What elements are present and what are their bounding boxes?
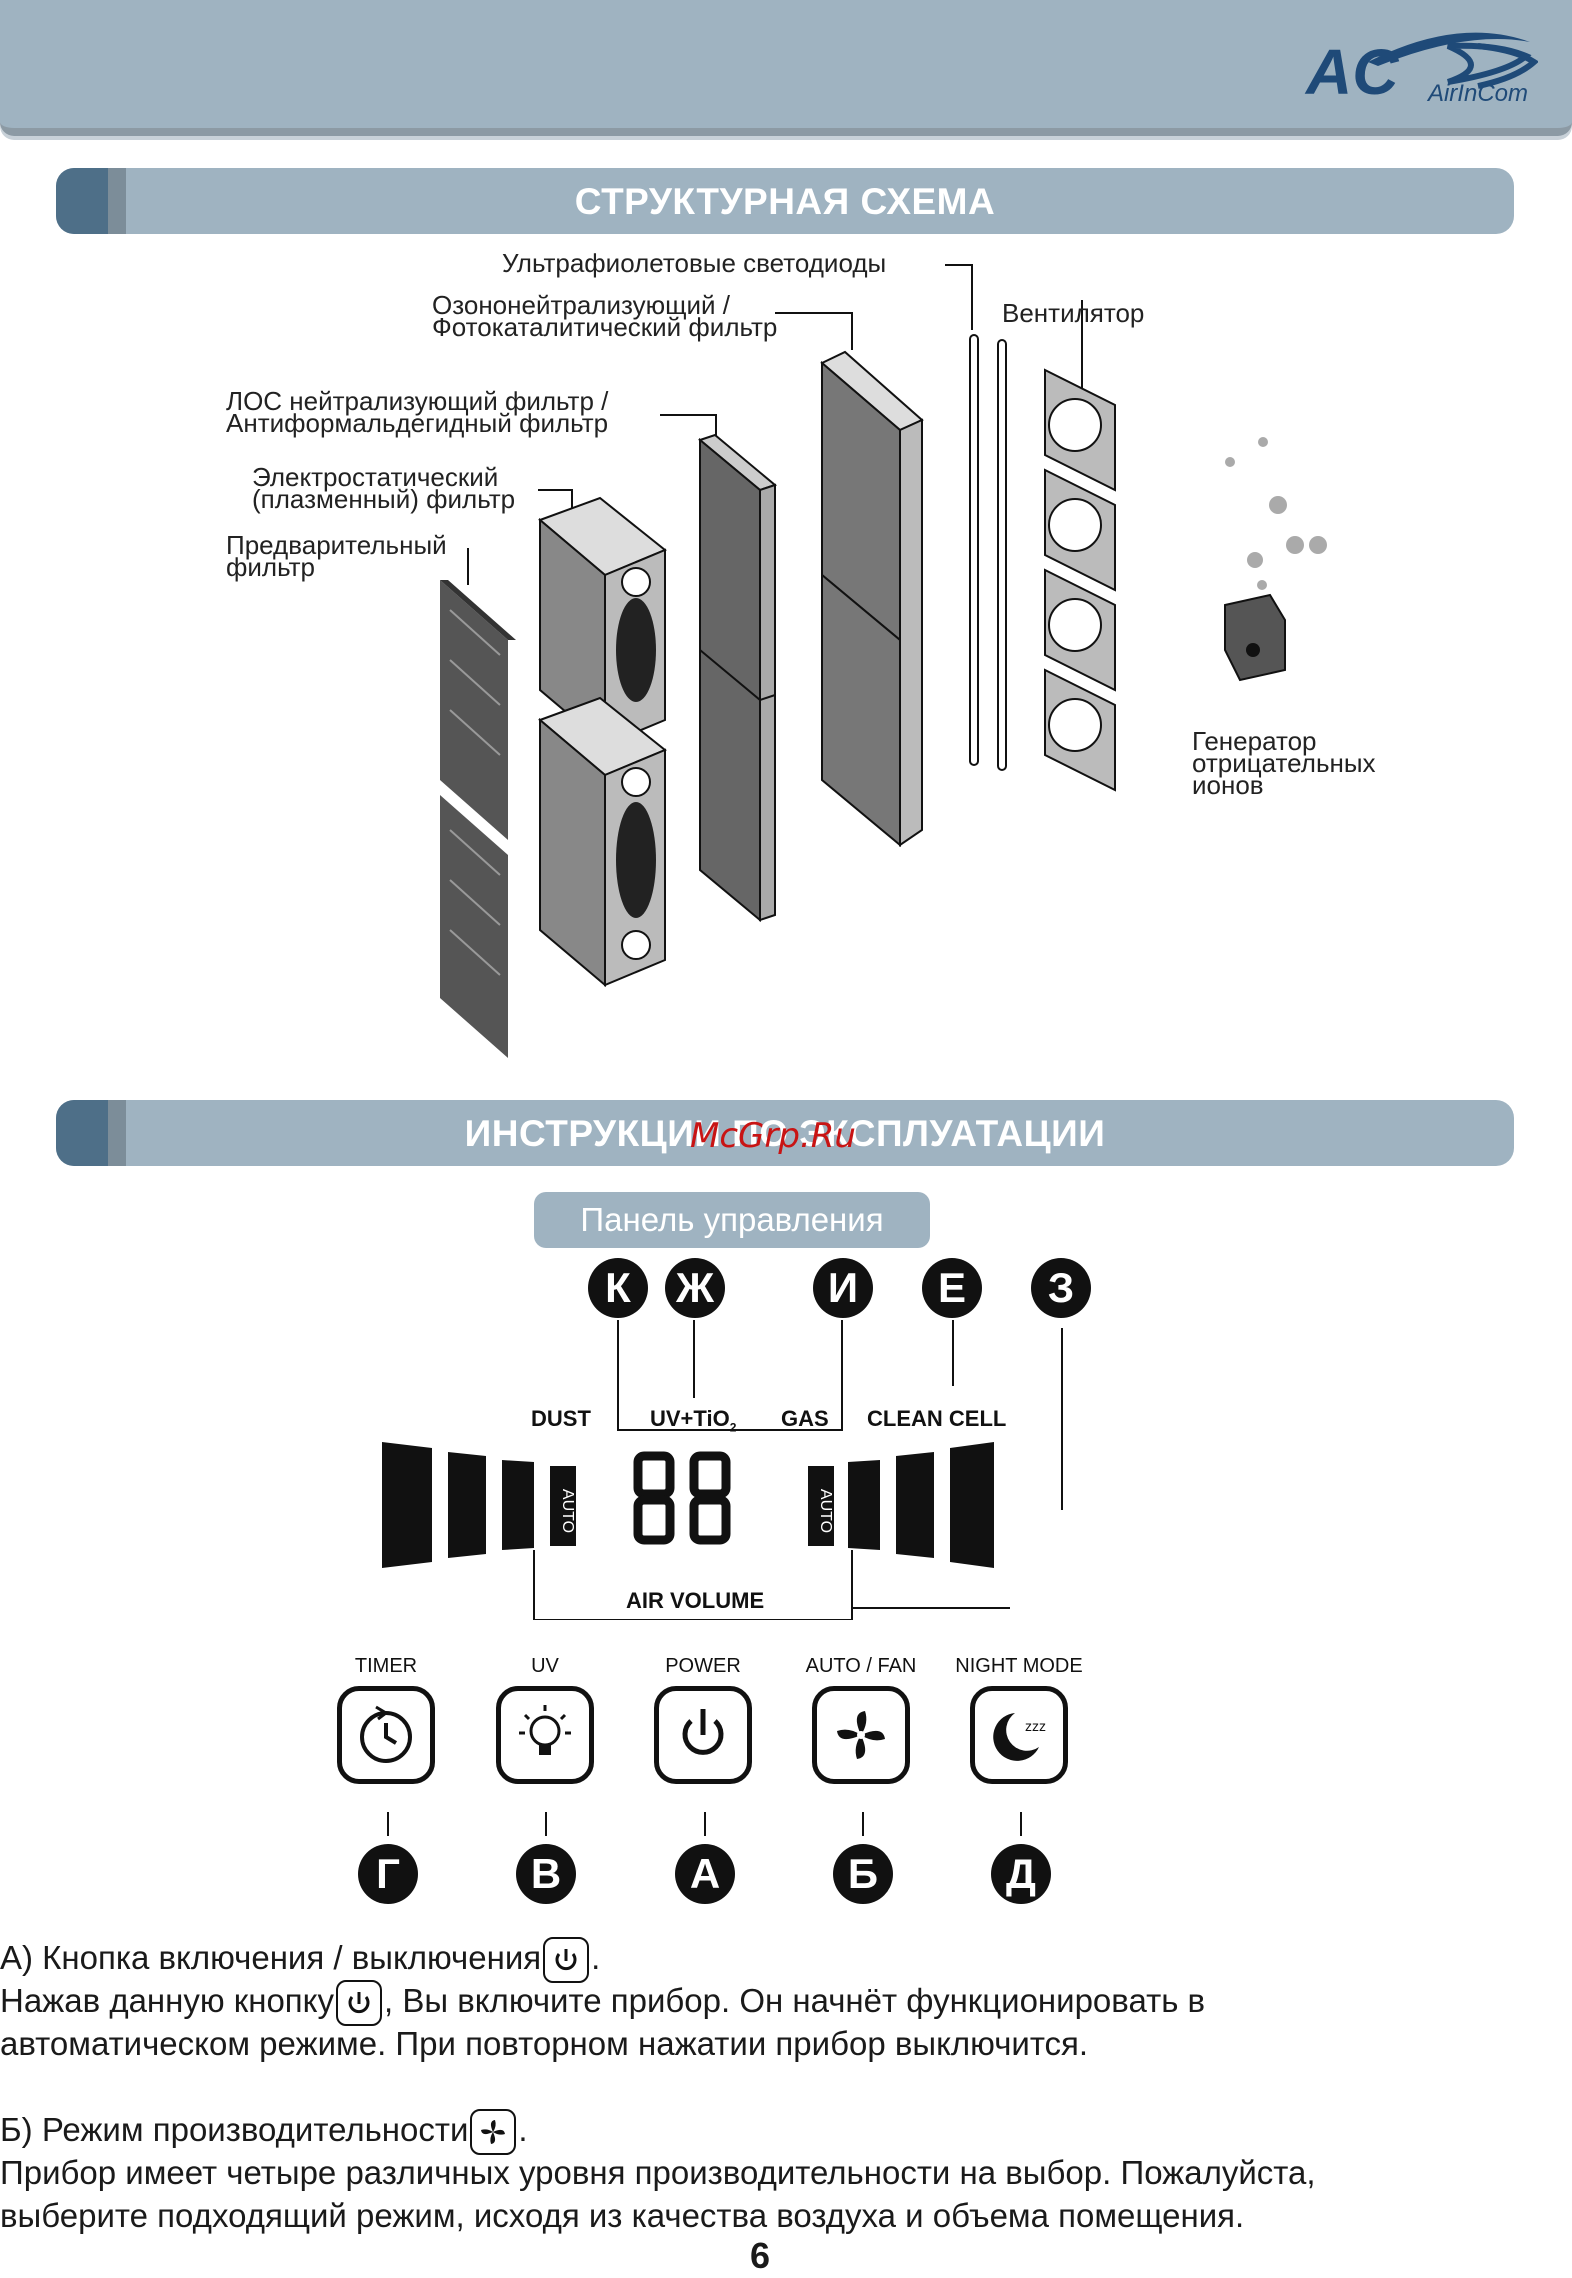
voc-filter — [697, 433, 778, 923]
label-electrostatic-filter: Электростатический (плазменный) фильтр — [252, 462, 516, 514]
auto-right-bg — [808, 1466, 834, 1546]
header-band — [0, 0, 1572, 136]
paragraph-a-line1: Нажав данную кнопку, Вы включите прибор.… — [0, 1979, 1205, 2026]
indicator-clean-cell: CLEAN CELL — [867, 1406, 1007, 1431]
button-label-uv: UV — [531, 1655, 559, 1677]
control-panel-title: Панель управления — [534, 1192, 930, 1248]
brand-name: AirInCom — [1427, 80, 1528, 107]
airflow-bar-left-1 — [502, 1460, 534, 1550]
label-uv-leds: Ультрафиолетовые светодиоды — [502, 248, 887, 278]
button-leader-lines — [387, 1812, 1022, 1836]
svg-text:AC: AC — [1304, 36, 1399, 108]
airflow-bar-right-2 — [896, 1452, 934, 1558]
airflow-bar-left-2 — [448, 1452, 486, 1558]
badge-k: К — [588, 1258, 648, 1318]
prefilter-panels — [440, 580, 516, 1058]
inline-power-icon — [543, 1937, 590, 1983]
auto-left-bg — [550, 1466, 576, 1546]
button-label-timer: TIMER — [354, 1655, 418, 1677]
paragraph-a-line2: автоматическом режиме. При повторном наж… — [0, 2025, 1089, 2062]
power-button[interactable] — [654, 1686, 752, 1784]
structure-diagram — [440, 264, 1327, 1058]
uv-button[interactable] — [496, 1686, 594, 1784]
badge-zh: Ж — [665, 1258, 725, 1318]
uv-led-strips — [969, 334, 1007, 771]
label-ozone-filter: Озононейтрализующий / Фотокаталитический… — [432, 290, 778, 342]
section-bar-instructions: ИНСТРУКЦИИ ПО ЭКСПЛУАТАЦИИ — [56, 1100, 1514, 1166]
paragraph-a-title: А) Кнопка включения / выключения. — [0, 1936, 600, 1983]
indicator-dust: DUST — [531, 1406, 591, 1431]
airflow-bar-right-3 — [950, 1442, 994, 1568]
night-mode-button[interactable]: zzz — [970, 1686, 1068, 1784]
badge-b: Б — [833, 1844, 893, 1904]
badge-v: В — [516, 1844, 576, 1904]
auto-right-label: AUTO — [817, 1489, 834, 1533]
airflow-bar-right-1 — [848, 1460, 880, 1550]
button-label-night-mode: NIGHT MODE — [955, 1655, 1083, 1677]
label-fan: Вентилятор — [1002, 298, 1145, 328]
fan-stack — [1044, 368, 1116, 792]
inline-power-icon — [335, 1980, 382, 2026]
auto-left-label: AUTO — [559, 1489, 576, 1533]
button-label-auto-fan: AUTO / FAN — [805, 1655, 917, 1677]
lcd-display: AUTO AUTO — [382, 1442, 1010, 1620]
paragraph-b-line2: выберите подходящий режим, исходя из кач… — [0, 2197, 1245, 2234]
button-label-power: POWER — [665, 1655, 741, 1677]
moon-icon: zzz — [993, 1713, 1046, 1761]
air-volume-label: AIR VOLUME — [626, 1588, 765, 1613]
badge-d: Д — [991, 1844, 1051, 1904]
badge-i: И — [813, 1258, 873, 1318]
badge-a: А — [675, 1844, 735, 1904]
paragraph-b-title: Б) Режим производительности. — [0, 2108, 528, 2155]
digits-88 — [633, 1451, 731, 1545]
fan-icon — [837, 1711, 885, 1759]
paragraph-b-line1: Прибор имеет четыре различных уровня про… — [0, 2154, 1316, 2191]
timer-button[interactable] — [337, 1686, 435, 1784]
section-title: ИНСТРУКЦИИ ПО ЭКСПЛУАТАЦИИ — [464, 1113, 1106, 1154]
photocatalytic-filter — [820, 350, 924, 848]
indicator-uv-tio2: UV+TiO2 — [650, 1406, 737, 1435]
section-title: СТРУКТУРНАЯ СХЕМА — [574, 181, 996, 222]
page-number: 6 — [750, 2235, 771, 2276]
section-bar-structure: СТРУКТУРНАЯ СХЕМА — [56, 168, 1514, 234]
airincom-logo: AC — [1304, 32, 1538, 108]
power-icon — [682, 1709, 724, 1755]
auto-fan-button[interactable] — [812, 1686, 910, 1784]
label-ion-generator: Генератор отрицательных ионов — [1192, 726, 1376, 800]
badge-g: Г — [358, 1844, 418, 1904]
inline-fan-icon — [470, 2109, 517, 2155]
svg-text:zzz: zzz — [1025, 1718, 1046, 1734]
electrostatic-filter — [538, 496, 667, 988]
label-voc-filter: ЛОС нейтрализующий фильтр / Антиформальд… — [226, 386, 609, 438]
label-prefilter: Предварительный фильтр — [226, 530, 447, 582]
indicator-gas: GAS — [781, 1406, 829, 1431]
timer-icon — [360, 1705, 412, 1763]
watermark: McGrp.Ru — [690, 1116, 856, 1156]
bulb-icon — [519, 1705, 571, 1755]
panel-connectors — [617, 1320, 1063, 1510]
airflow-bar-left-3 — [382, 1442, 432, 1568]
ion-generator — [1224, 437, 1327, 682]
badge-z: З — [1031, 1258, 1091, 1318]
badge-e: Е — [922, 1258, 982, 1318]
